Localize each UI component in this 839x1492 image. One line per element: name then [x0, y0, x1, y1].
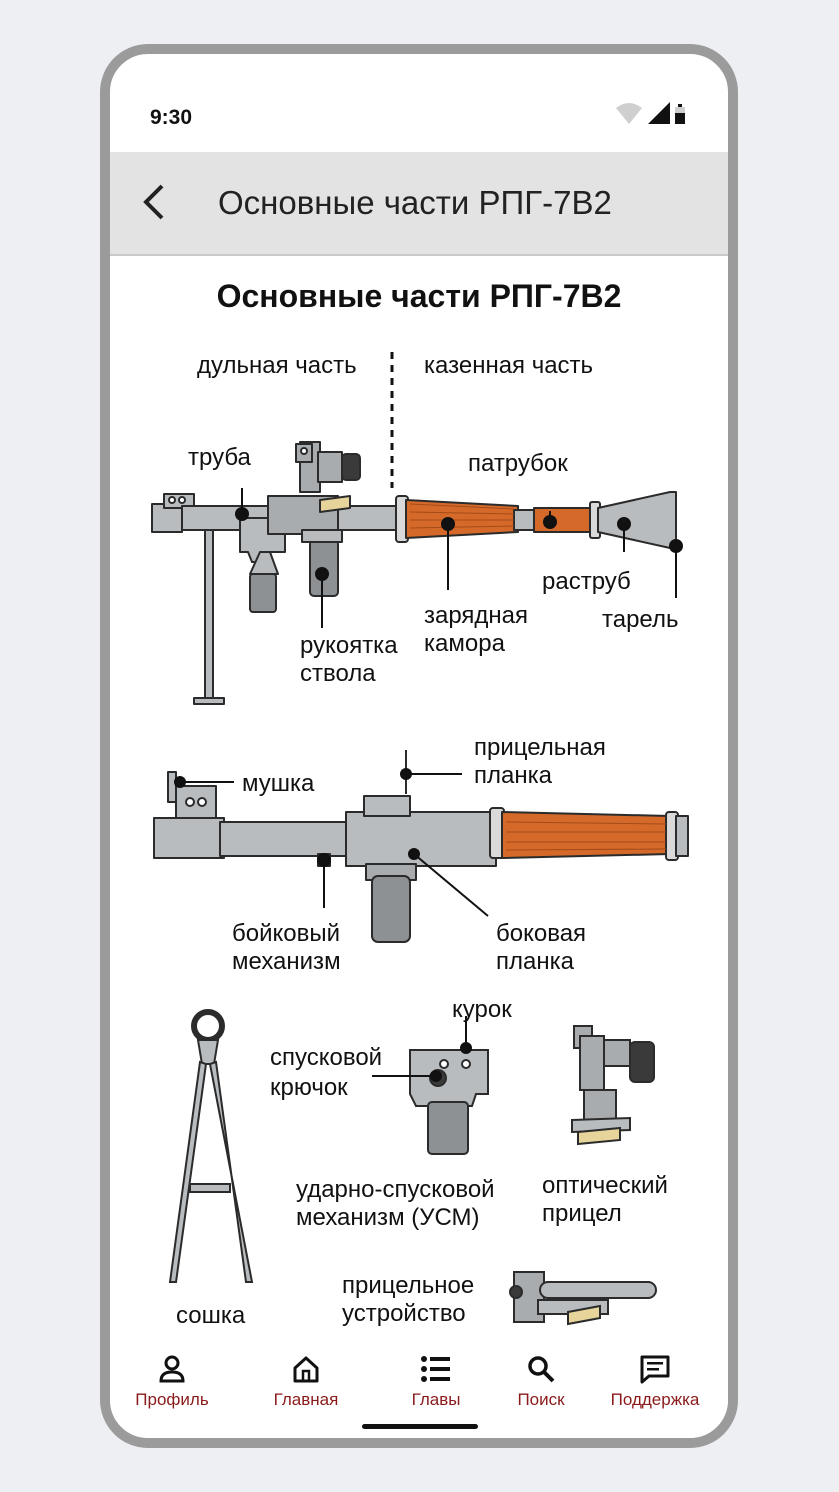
- label-sight-bar-1: прицельная: [474, 734, 606, 761]
- cell-signal-icon: [648, 102, 670, 124]
- trigger-mechanism: [409, 1049, 489, 1155]
- label-barrel-handle-1: рукоятка: [300, 632, 398, 659]
- leaders-usm: [372, 1016, 472, 1082]
- nav-search-label: Поиск: [517, 1390, 565, 1409]
- label-nozzle: патрубок: [468, 450, 568, 477]
- chat-icon: [640, 1355, 670, 1384]
- search-icon: [528, 1356, 555, 1383]
- launcher-side-view: [151, 441, 677, 705]
- nav-support[interactable]: Поддержка: [590, 1354, 720, 1410]
- label-side-bar-1: боковая: [496, 920, 587, 947]
- label-sight-device-2: устройство: [342, 1300, 466, 1327]
- back-arrow-icon[interactable]: [132, 178, 180, 226]
- chamber-ribs: [409, 503, 515, 529]
- label-barrel-handle-2: ствола: [300, 660, 376, 687]
- label-front-sight: мушка: [242, 770, 315, 797]
- bottom-navigation: Профиль Главная Главы Поиск: [110, 1338, 728, 1438]
- status-icons: [616, 102, 685, 124]
- label-breech-section: казенная часть: [424, 352, 594, 379]
- list-icon: [421, 1356, 450, 1382]
- rpg-diagram: [151, 352, 689, 1326]
- optical-sight: [571, 1025, 655, 1146]
- label-tube: труба: [188, 444, 251, 471]
- label-sight-device-1: прицельное: [342, 1272, 475, 1299]
- label-trigger-2: крючок: [270, 1074, 348, 1101]
- nav-chapters-label: Главы: [411, 1390, 461, 1409]
- label-sight-bar-2: планка: [474, 762, 552, 789]
- app-bar: Основные части РПГ-7В2: [110, 152, 728, 256]
- label-striker-2: механизм: [232, 948, 341, 975]
- bipod: [168, 1009, 254, 1283]
- nav-home-label: Главная: [273, 1390, 339, 1409]
- leaders-launcher-1: [235, 488, 683, 628]
- wifi-icon: [616, 103, 642, 124]
- nav-home[interactable]: Главная: [241, 1354, 371, 1410]
- leaders-launcher-2: [174, 768, 489, 917]
- sight-device: [509, 1271, 657, 1326]
- label-usm-2: механизм (УСМ): [296, 1204, 480, 1231]
- nav-search[interactable]: Поиск: [476, 1354, 606, 1410]
- home-icon: [293, 1356, 319, 1383]
- battery-icon: [675, 104, 685, 124]
- phone-frame: 9:30 Основные части РПГ-7В2 Основные час…: [100, 44, 738, 1448]
- label-usm-1: ударно-спусковой: [296, 1176, 495, 1203]
- chamber-ribs-2: [505, 821, 667, 851]
- nav-support-label: Поддержка: [610, 1390, 700, 1409]
- label-side-bar-2: планка: [496, 948, 574, 975]
- label-bipod: сошка: [176, 1302, 246, 1329]
- nav-profile[interactable]: Профиль: [110, 1354, 237, 1410]
- launcher-plain-view: [153, 750, 689, 943]
- label-optic-1: оптический: [542, 1172, 668, 1199]
- person-icon: [159, 1355, 185, 1383]
- diagram-title: Основные части РПГ-7В2: [216, 278, 622, 314]
- label-charging-chamber-1: зарядная: [424, 602, 529, 629]
- home-indicator: [362, 1424, 478, 1429]
- nav-chapters[interactable]: Главы: [371, 1354, 501, 1410]
- status-bar: 9:30: [110, 54, 728, 152]
- nav-profile-label: Профиль: [135, 1390, 209, 1409]
- label-striker-1: бойковый: [232, 920, 341, 947]
- status-time: 9:30: [150, 106, 193, 129]
- label-flare: раструб: [542, 568, 631, 595]
- label-hammer: курок: [452, 996, 512, 1023]
- label-muzzle-section: дульная часть: [197, 352, 357, 379]
- label-trigger-1: спусковой: [270, 1044, 383, 1071]
- label-charging-chamber-2: камора: [424, 630, 505, 657]
- page-title: Основные части РПГ-7В2: [218, 184, 612, 221]
- label-plate: тарель: [602, 606, 679, 633]
- label-optic-2: прицел: [542, 1200, 622, 1227]
- diagram-area: Основные части РПГ-7В2: [110, 256, 728, 1338]
